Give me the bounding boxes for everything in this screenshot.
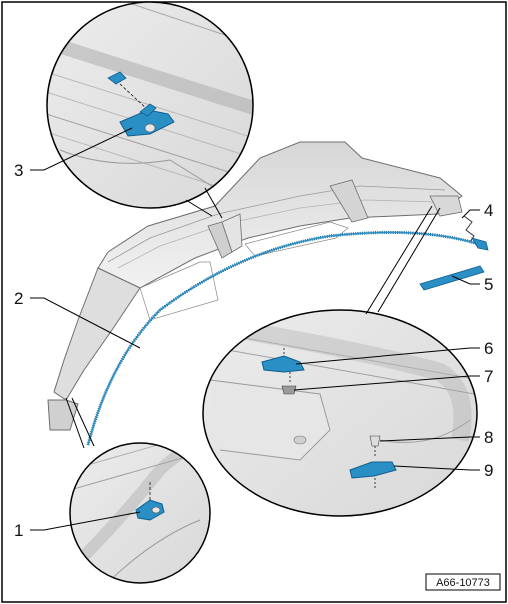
leader-line-9 xyxy=(393,465,480,471)
leader-line-6 xyxy=(295,347,480,365)
seal-strip-part xyxy=(419,265,485,291)
callout-1: 1 xyxy=(14,521,23,540)
detail-inset-top xyxy=(46,1,254,209)
leader-line-7 xyxy=(293,375,480,391)
inset-right-pointer-a xyxy=(377,207,441,313)
leader-line-4 xyxy=(461,209,480,219)
drain-hose-highlight xyxy=(87,231,479,446)
inset-bottom-pointer-a xyxy=(65,397,85,449)
inset-right-pointer-b xyxy=(365,205,433,315)
leader-line-1 xyxy=(30,511,141,531)
callout-3: 3 xyxy=(14,161,23,180)
detail-inset-right xyxy=(202,309,478,517)
inset-bottom-pointer-b xyxy=(71,397,95,447)
callout-5: 5 xyxy=(484,275,493,294)
inset-top-pointer-a xyxy=(185,199,213,217)
reference-number: A66-10773 xyxy=(436,577,490,589)
leader-line-5 xyxy=(451,275,480,285)
reference-box xyxy=(425,573,501,591)
callout-9: 9 xyxy=(484,461,493,480)
leader-line-8 xyxy=(379,436,480,442)
callout-4: 4 xyxy=(484,201,493,220)
callout-8: 8 xyxy=(484,428,493,447)
callout-7: 7 xyxy=(484,367,493,386)
vehicle-body-side-frame xyxy=(47,141,475,431)
callout-2: 2 xyxy=(14,289,23,308)
callout-6: 6 xyxy=(484,339,493,358)
leader-line-2 xyxy=(30,297,141,349)
inset-top-pointer-b xyxy=(204,187,223,219)
hose-end-part xyxy=(471,237,489,251)
leader-line-3 xyxy=(30,127,133,171)
